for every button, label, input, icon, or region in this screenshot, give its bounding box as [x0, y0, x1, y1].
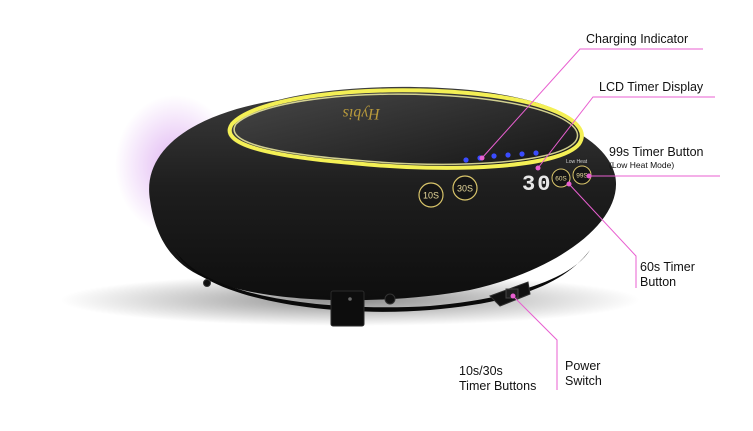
button-10s[interactable]: 10S	[418, 182, 444, 208]
label-10s-30s-buttons: 10s/30s Timer Buttons	[459, 364, 536, 394]
label-power-line2: Switch	[565, 374, 602, 388]
led-dot	[533, 150, 539, 156]
label-charging-indicator: Charging Indicator	[586, 32, 688, 47]
label-60s-line1: 60s Timer	[640, 260, 695, 274]
button-60s-label: 60S	[555, 176, 567, 183]
button-30s-label: 30S	[457, 184, 473, 194]
glow-ring-inner	[233, 93, 579, 165]
callout-line-charging	[481, 48, 703, 159]
label-power-switch: Power Switch	[565, 359, 602, 389]
label-99s-timer-button: 99s Timer Button (Low Heat Mode)	[609, 145, 704, 171]
button-30s[interactable]: 30S	[452, 175, 478, 201]
button-10s-label: 10S	[423, 191, 439, 201]
led-dot	[463, 157, 469, 163]
callout-line-lcd	[537, 96, 715, 169]
device-lid	[227, 86, 584, 170]
label-60s-timer-button: 60s Timer Button	[640, 260, 695, 290]
brand-logo: Hybis	[343, 105, 381, 122]
led-dot	[491, 153, 497, 159]
label-1030-line1: 10s/30s	[459, 364, 503, 378]
audio-jack	[384, 293, 396, 305]
label-lcd-text: LCD Timer Display	[599, 80, 704, 94]
label-60s-line2: Button	[640, 275, 677, 289]
callout-dots	[479, 155, 592, 299]
label-99s-text: 99s Timer Button	[609, 145, 704, 159]
callout-line-60s	[568, 183, 637, 288]
callout-lines	[481, 48, 720, 390]
led-dot	[519, 151, 525, 157]
callout-line-power	[512, 295, 558, 390]
side-port	[203, 279, 211, 287]
label-99s-sub: (Low Heat Mode)	[609, 160, 675, 170]
low-heat-caption: Low Heat	[566, 159, 588, 165]
lcd-readout: 30	[522, 172, 552, 197]
glow-ring	[227, 88, 584, 170]
label-charging-text: Charging Indicator	[586, 32, 689, 46]
led-dot	[505, 152, 511, 158]
dc-port	[330, 290, 365, 327]
button-60s[interactable]: 60S	[551, 168, 571, 188]
port-dot-icon	[348, 297, 352, 301]
label-lcd-timer-display: LCD Timer Display	[599, 80, 703, 95]
button-99s-label: 99S	[576, 173, 588, 180]
label-1030-line2: Timer Buttons	[459, 379, 537, 393]
label-power-line1: Power	[565, 359, 601, 373]
